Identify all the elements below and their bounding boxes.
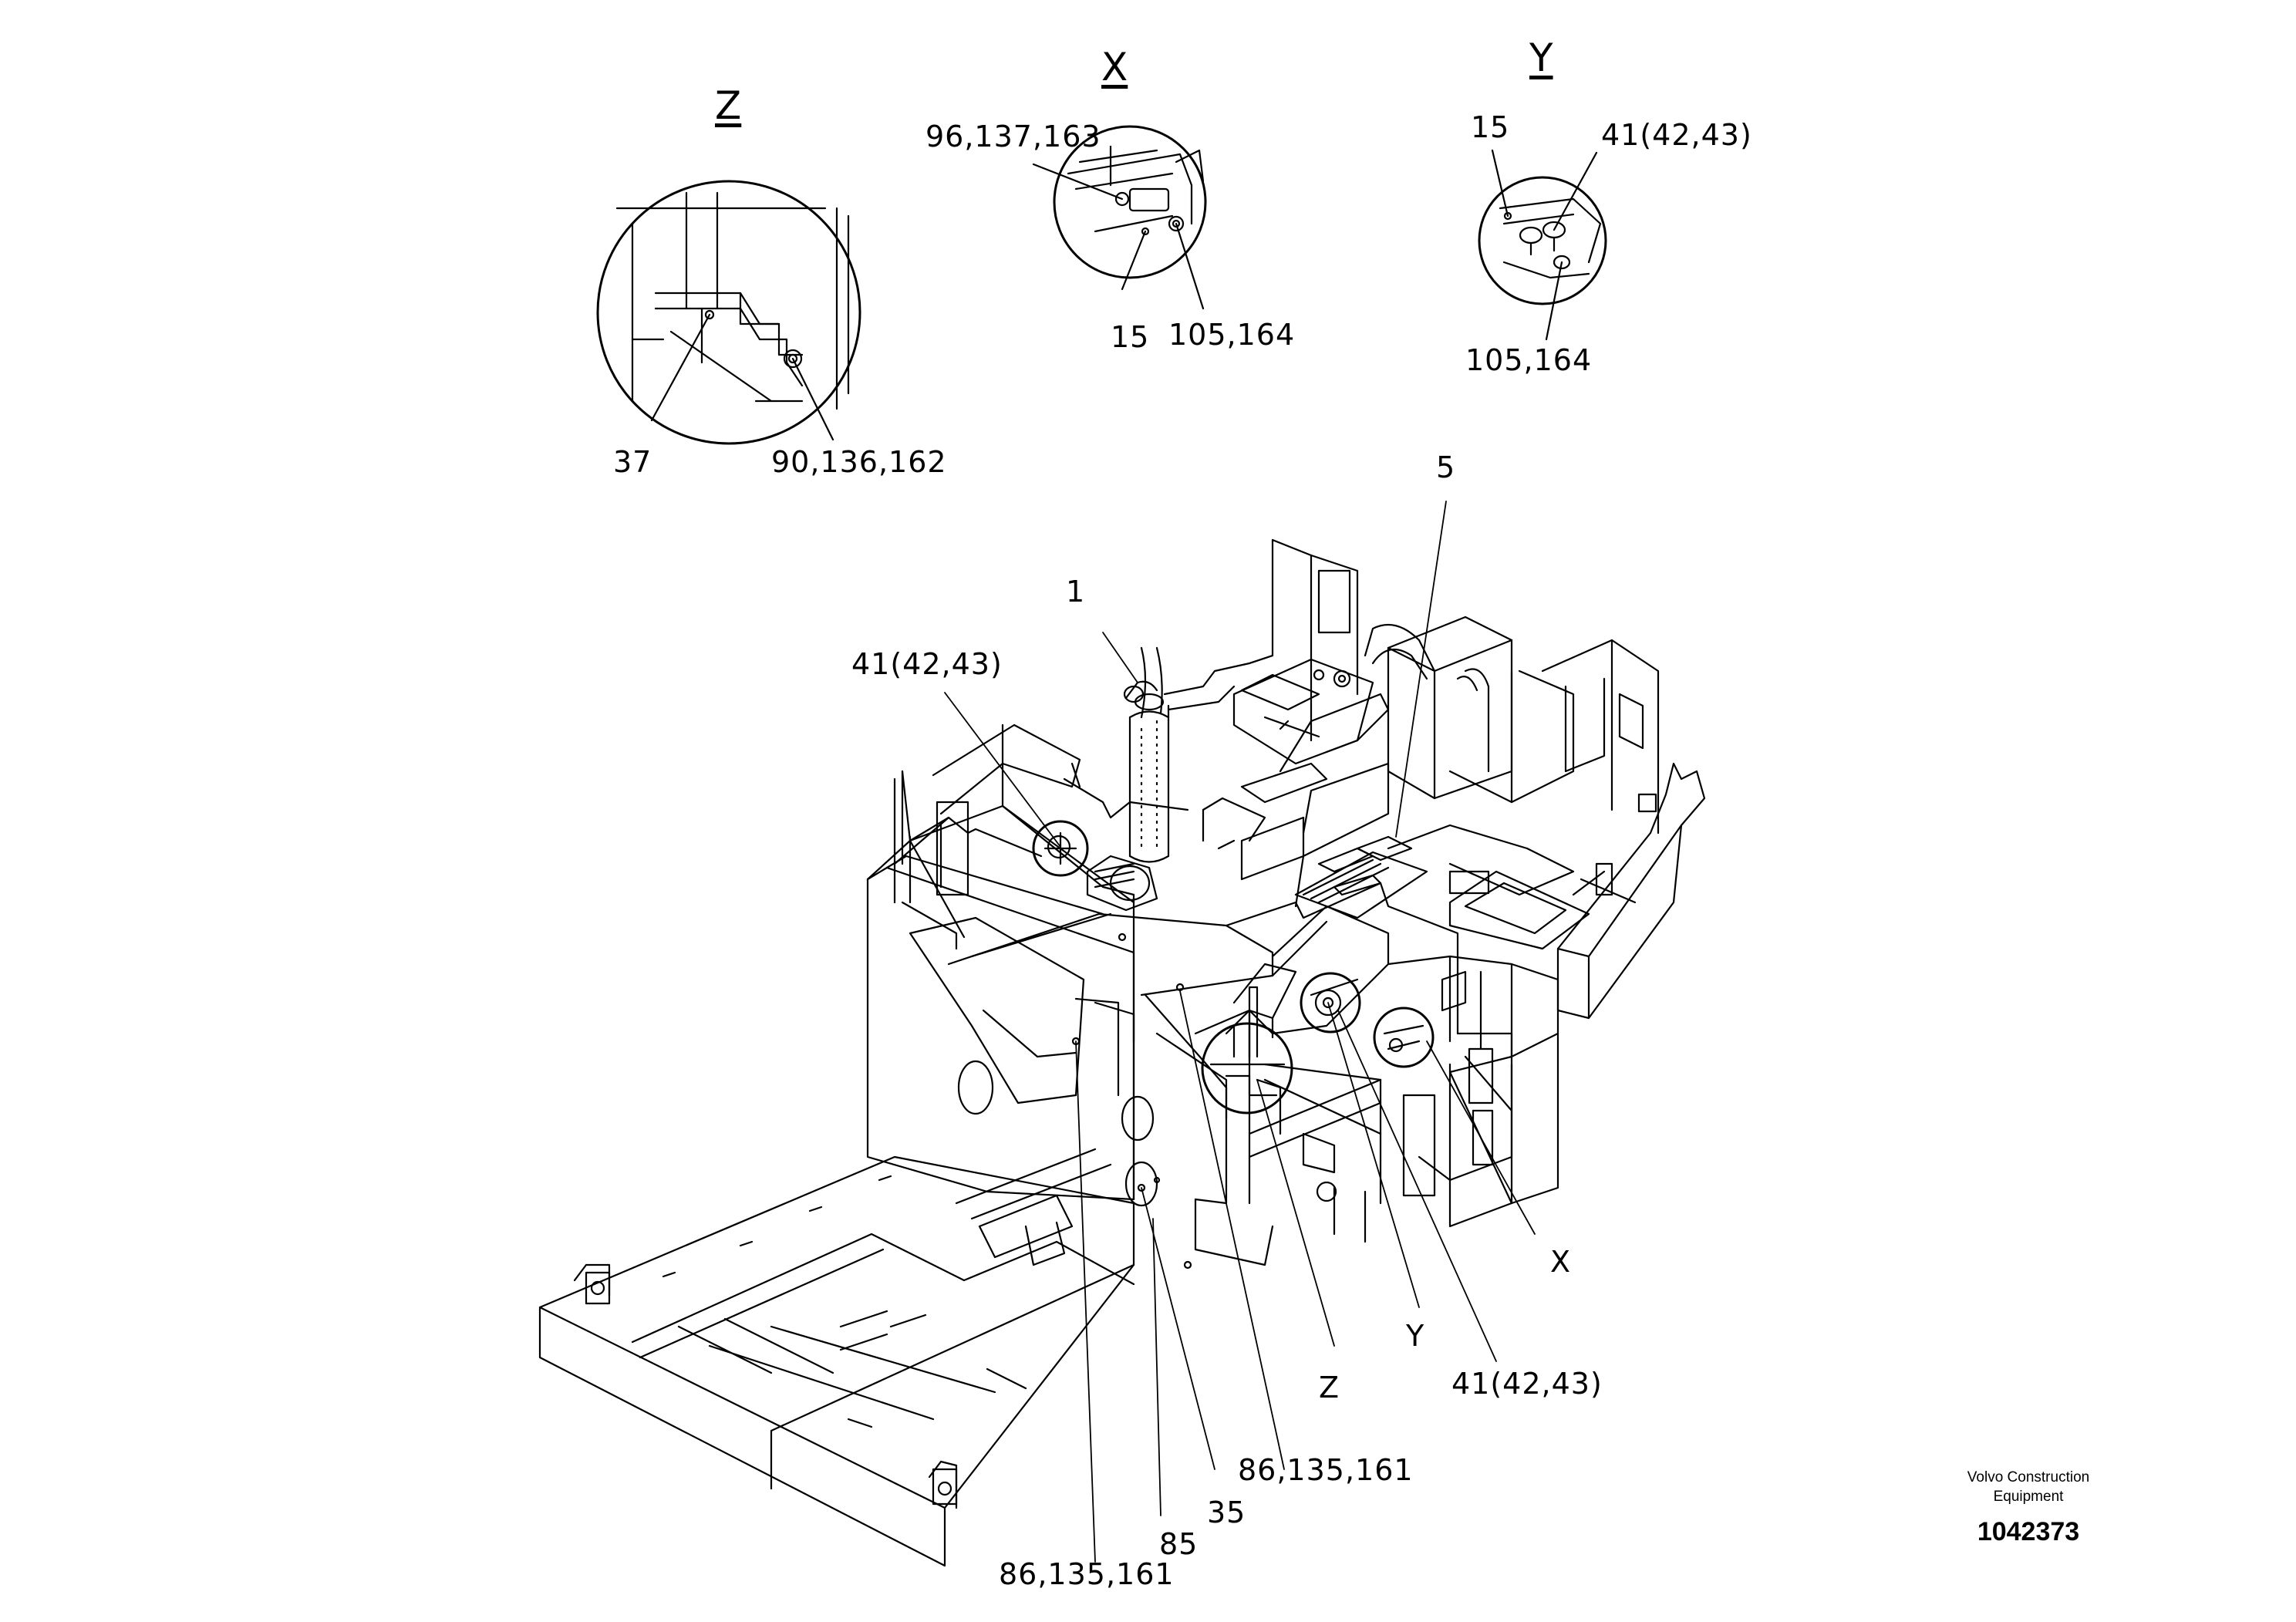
callout-z: Z — [1319, 1371, 1340, 1404]
detail-x-callout-96-137-163: 96,137,163 — [925, 120, 1101, 153]
detail-x-callout-105-164: 105,164 — [1168, 318, 1296, 352]
callout-1: 1 — [1066, 575, 1086, 609]
callout-86-135-161-right: 86,135,161 — [1238, 1453, 1414, 1487]
detail-z-callout-90-136-162: 90,136,162 — [771, 445, 947, 479]
detail-z-view — [596, 180, 861, 445]
drawing-number: 1042373 — [1977, 1517, 2080, 1546]
main-frame — [538, 538, 1706, 1567]
leader-y-15 — [1491, 149, 1509, 218]
detail-y-title: Y — [1529, 35, 1553, 80]
callout-86-135-161-left: 86,135,161 — [999, 1557, 1175, 1591]
callout-85: 85 — [1159, 1527, 1199, 1561]
callout-41-42-43-bottom: 41(42,43) — [1451, 1367, 1603, 1401]
detail-y-callout-41-42-43: 41(42,43) — [1601, 118, 1752, 152]
leader-y-105 — [1545, 261, 1563, 341]
detail-x-title: X — [1101, 45, 1128, 89]
detail-x-callout-15: 15 — [1111, 320, 1150, 354]
leader-x-15 — [1121, 230, 1147, 291]
leader-x-96 — [1032, 163, 1124, 201]
company-name-line1: Volvo Construction — [1967, 1469, 2090, 1485]
callout-x: X — [1550, 1245, 1572, 1279]
leader-y-41 — [1553, 151, 1598, 231]
detail-y-callout-105-164: 105,164 — [1465, 343, 1593, 377]
detail-x-view — [1053, 125, 1207, 279]
detail-y-callout-15: 15 — [1471, 110, 1510, 144]
detail-z-title: Z — [715, 83, 742, 128]
leader-x-105 — [1175, 222, 1205, 310]
callout-y: Y — [1406, 1319, 1425, 1353]
title-block: Volvo Construction Equipment 1042373 — [1928, 1468, 2129, 1547]
detail-y-view — [1478, 176, 1607, 305]
detail-z-callout-37: 37 — [613, 445, 652, 479]
main-leaders — [944, 501, 1536, 1563]
callout-5: 5 — [1436, 450, 1456, 484]
leader-z-90 — [791, 357, 834, 441]
callout-41-42-43-top: 41(42,43) — [851, 647, 1003, 681]
callout-35: 35 — [1207, 1496, 1246, 1529]
company-name-line2: Equipment — [1993, 1489, 2064, 1505]
leader-z-37 — [650, 313, 711, 422]
